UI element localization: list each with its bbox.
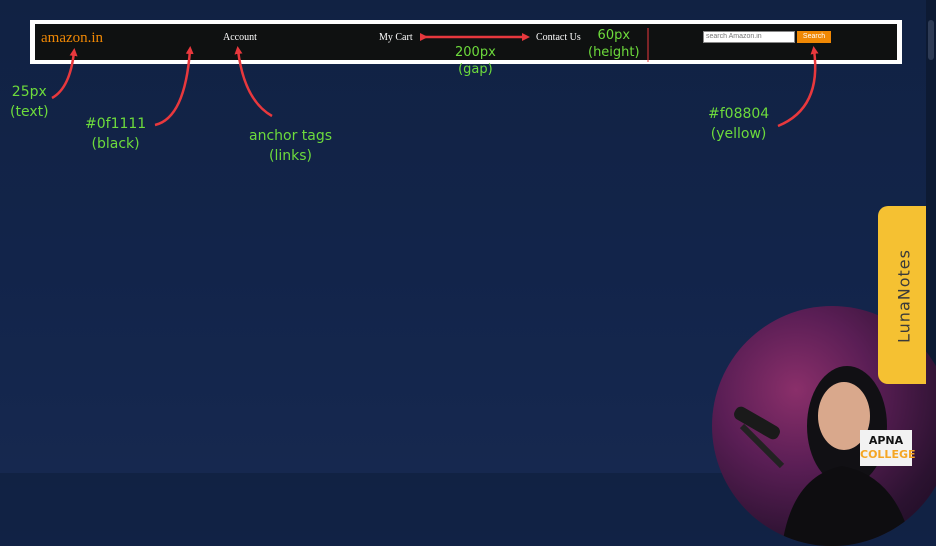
annotation-text-size: 25px (text): [10, 84, 49, 120]
scrollbar[interactable]: [926, 0, 936, 473]
annotation-button-color: #f08804 (yellow): [708, 106, 770, 142]
logo-link[interactable]: amazon.in: [41, 30, 104, 46]
annotation-gap: 200px (gap): [455, 45, 496, 77]
scrollbar-thumb[interactable]: [928, 20, 934, 60]
arrow-text-size: [51, 48, 78, 100]
nav-link-account[interactable]: Account: [223, 32, 257, 43]
annotation-background: #0f1111 (black): [85, 116, 147, 152]
annotation-arrows: [51, 28, 819, 128]
annotation-height: 60px (height): [588, 28, 640, 60]
navbar: amazon.in Account My Cart Contact Us Sea…: [35, 24, 897, 60]
nav-link-contact-us[interactable]: Contact Us: [536, 32, 581, 43]
lunanotes-label: LunaNotes: [894, 249, 914, 343]
annotation-links: anchor tags (links): [249, 128, 333, 164]
navbar-frame: amazon.in Account My Cart Contact Us Sea…: [30, 20, 902, 64]
lunanotes-tab[interactable]: [878, 206, 926, 384]
arrow-background: [154, 46, 194, 127]
arrow-links: [234, 46, 273, 118]
arrow-button-color: [777, 46, 819, 128]
search-input[interactable]: [703, 31, 795, 43]
nav-link-my-cart[interactable]: My Cart: [379, 32, 413, 43]
apna-college-logo: APNA COLLEGE: [860, 430, 916, 466]
search-button[interactable]: Search: [797, 31, 831, 43]
